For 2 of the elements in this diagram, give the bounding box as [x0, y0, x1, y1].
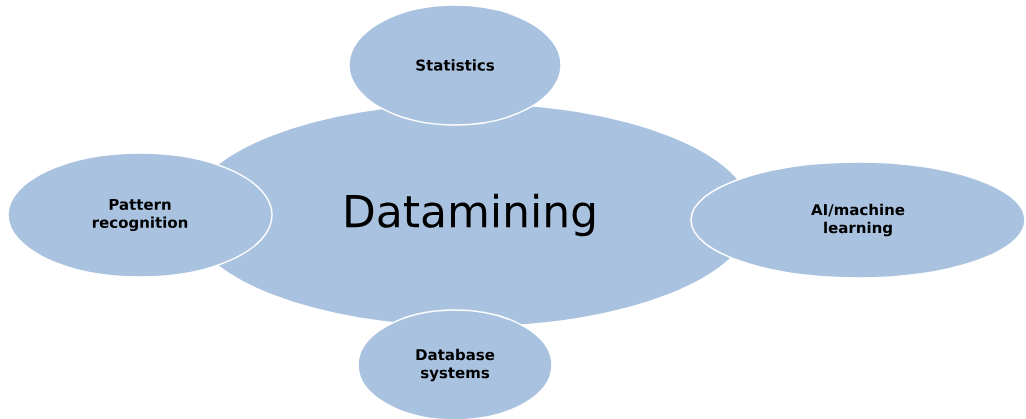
node-label: Database systems — [416, 348, 495, 382]
node-label: AI/machine learning — [811, 203, 905, 237]
